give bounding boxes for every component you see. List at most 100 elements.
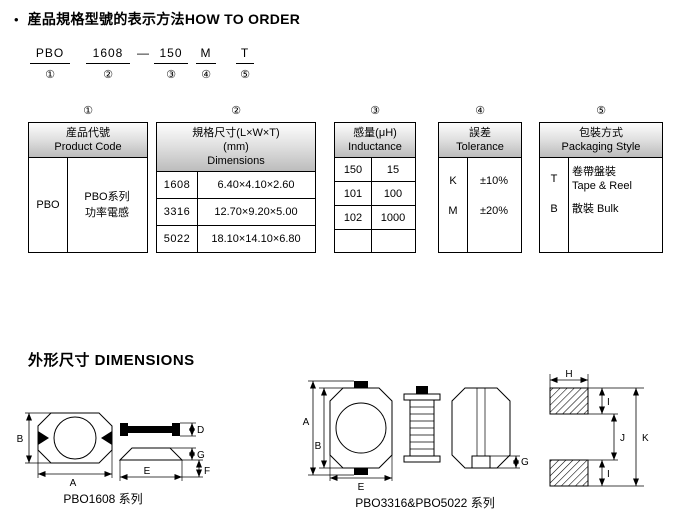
right-electrode-mark: [101, 431, 112, 445]
bottom-terminal: [354, 468, 368, 475]
inductance-code: 101: [343, 187, 363, 200]
column-divider: [197, 172, 198, 252]
dim-label-a-3316: A: [303, 417, 310, 428]
table-row: B 散裝 Bulk: [540, 202, 662, 216]
order-code-text: 150: [154, 46, 188, 64]
order-code-text: M: [196, 46, 216, 64]
inductance-table: ③ 感量(μH) Inductance 150 15 101 100: [334, 103, 416, 253]
packaging-desc-line1: 卷帶盤裝: [572, 166, 616, 178]
pbo3316-coil-side-view: [403, 386, 441, 463]
product-code-table-box: 産品代號 Product Code PBO PBO系列 功率電感: [28, 122, 148, 253]
table-row: 3316 12.70×9.20×5.00: [157, 199, 315, 226]
order-code-marker-2: ②: [103, 69, 113, 81]
land-pattern-view: [549, 374, 644, 487]
pbo3316-back-view: [451, 387, 520, 469]
order-code-text: PBO: [30, 46, 70, 64]
table-marker-5: ⑤: [596, 105, 606, 117]
dim-label-a-1608: A: [70, 478, 77, 489]
how-to-order-title-row: • 産品規格型號的表示方法HOW TO ORDER: [14, 9, 300, 29]
packaging-desc-line1: 散裝 Bulk: [572, 203, 619, 215]
spec-dimensions-header-line3: Dimensions: [207, 155, 265, 167]
column-divider: [371, 158, 372, 252]
dim-label-k-land: K: [642, 433, 649, 444]
table-row: 101 100: [335, 182, 415, 206]
pbo1608-front-view: [25, 412, 113, 478]
table-row: K ±10%: [439, 166, 521, 196]
packaging-header: 包裝方式 Packaging Style: [540, 123, 662, 158]
inductance-body: 150 15 101 100 102 1000: [335, 158, 415, 252]
caption-pbo1608: PBO1608 系列: [63, 492, 143, 506]
table-row: T 卷帶盤裝 Tape & Reel: [540, 165, 662, 193]
spec-dimensions-header-line1: 規格尺寸(L×W×T): [192, 127, 280, 139]
spec-dimensions-table-box: 規格尺寸(L×W×T) (mm) Dimensions 1608 6.40×4.…: [156, 122, 316, 253]
coil-top-tab: [416, 386, 428, 394]
packaging-desc: 散裝 Bulk: [568, 202, 662, 216]
pbo1608-base-profile: [118, 447, 184, 461]
inductance-value: 1000: [380, 211, 406, 224]
dim-label-e-3316: E: [358, 482, 365, 493]
tolerance-value: ±20%: [479, 205, 509, 217]
packaging-header-cn: 包裝方式: [579, 127, 623, 139]
column-divider: [568, 158, 569, 252]
size-value: 12.70×9.20×5.00: [214, 206, 298, 218]
table-row: 5022 18.10×14.10×6.80: [157, 226, 315, 252]
packaging-table-box: 包裝方式 Packaging Style T 卷帶盤裝 Tape & Reel …: [539, 122, 663, 253]
product-code-value: PBO: [36, 199, 60, 211]
packaging-header-en: Packaging Style: [561, 141, 641, 153]
product-code-desc-line1: PBO系列: [84, 191, 130, 203]
order-code: PBO ① 1608 ② — 150 ③ M ④ T ⑤: [0, 46, 684, 86]
table-row: 1608 6.40×4.10×2.60: [157, 172, 315, 199]
order-code-dash: —: [137, 46, 149, 60]
bottom-land-pad: [549, 459, 589, 487]
bullet-icon: •: [14, 11, 19, 27]
pbo1608-side-view: [118, 422, 203, 481]
inductance-table-box: 感量(μH) Inductance 150 15 101 100 102: [334, 122, 416, 253]
order-code-marker-3: ③: [166, 69, 176, 81]
product-code-header-en: Product Code: [54, 141, 122, 153]
table-marker-4: ④: [475, 105, 485, 117]
packaging-desc-line2: Tape & Reel: [572, 180, 632, 192]
tolerance-table: ④ 誤差 Tolerance K ±10% M ±20%: [438, 103, 522, 253]
packaging-body: T 卷帶盤裝 Tape & Reel B 散裝 Bulk: [540, 158, 662, 252]
size-code: 1608: [163, 179, 191, 191]
product-code-header-cn: 産品代號: [66, 127, 110, 139]
caption-pbo3316: PBO3316&PBO5022 系列: [355, 496, 495, 510]
dimensions-section-title: 外形尺寸 DIMENSIONS: [28, 352, 195, 369]
product-code-header: 産品代號 Product Code: [29, 123, 147, 158]
size-value: 18.10×14.10×6.80: [211, 233, 301, 245]
column-divider: [467, 158, 468, 252]
packaging-code: B: [550, 203, 558, 215]
order-code-marker-4: ④: [201, 69, 211, 81]
inductance-code: 102: [343, 211, 363, 224]
inductance-value: 100: [383, 187, 403, 200]
table-row: 102 1000: [335, 206, 415, 230]
table-row: 150 15: [335, 158, 415, 182]
inductance-code: 150: [343, 163, 363, 176]
dim-label-h-land: H: [565, 369, 572, 380]
table-row: M ±20%: [439, 196, 521, 226]
dim-label-f-1608: F: [204, 466, 210, 477]
tolerance-code: K: [449, 175, 457, 187]
dim-label-b-3316: B: [315, 441, 322, 452]
order-code-part-inductance: 150 ③: [154, 46, 188, 81]
spec-dimensions-header-line2: (mm): [223, 141, 249, 153]
order-code-text: T: [236, 46, 254, 64]
dim-label-e-1608: E: [144, 466, 151, 477]
order-code-marker-1: ①: [45, 69, 55, 81]
dim-label-j-land: J: [620, 433, 625, 444]
left-electrode-mark: [38, 431, 49, 445]
order-legend-tables: ① 産品代號 Product Code PBO PBO系列 功率電感 ②: [0, 103, 684, 255]
inductance-header-cn: 感量(μH): [353, 127, 397, 139]
size-code: 3316: [163, 206, 191, 218]
dim-label-g-3316: G: [521, 457, 529, 468]
size-code: 5022: [163, 233, 191, 245]
dim-label-d-1608: D: [197, 425, 204, 436]
tolerance-header: 誤差 Tolerance: [439, 123, 521, 158]
tolerance-header-en: Tolerance: [456, 141, 504, 153]
tolerance-value: ±10%: [479, 175, 509, 187]
spec-dimensions-body: 1608 6.40×4.10×2.60 3316 12.70×9.20×5.00…: [157, 172, 315, 252]
top-terminal: [354, 381, 368, 388]
column-divider: [67, 158, 68, 252]
order-code-marker-5: ⑤: [240, 69, 250, 81]
